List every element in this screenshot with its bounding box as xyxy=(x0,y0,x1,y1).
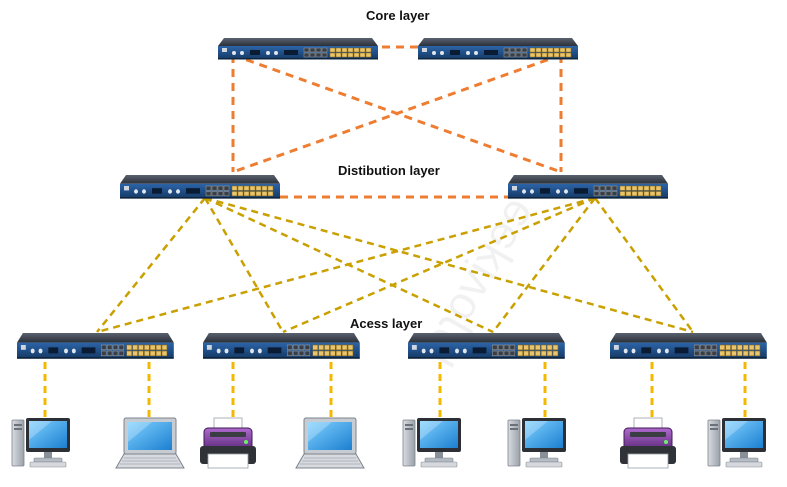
access-layer-label: Acess layer xyxy=(350,316,422,331)
access-links xyxy=(43,362,747,418)
distribution-link xyxy=(96,196,596,334)
distribution-links xyxy=(96,196,695,334)
distribution-switch-2 xyxy=(507,174,669,199)
core-switch-1 xyxy=(217,37,379,60)
distribution-link xyxy=(204,196,694,334)
distribution-link xyxy=(203,197,285,333)
core-layer-label: Core layer xyxy=(366,8,430,23)
desktop-icon xyxy=(11,417,71,468)
desktop-icon xyxy=(707,417,767,468)
distribution-link xyxy=(593,197,695,333)
distribution-link xyxy=(492,197,596,333)
core-switch-2 xyxy=(417,37,579,60)
core-link xyxy=(232,53,562,174)
distribution-switch-1 xyxy=(119,174,281,199)
core-links xyxy=(231,45,563,199)
access-switch-2 xyxy=(202,332,361,360)
distribution-link xyxy=(282,196,596,334)
access-switch-4 xyxy=(609,332,768,360)
access-switch-1 xyxy=(16,332,175,360)
desktop-icon xyxy=(402,417,462,468)
laptop-icon xyxy=(115,417,185,469)
distribution-link xyxy=(96,197,206,333)
printer-icon xyxy=(199,417,257,469)
desktop-icon xyxy=(507,417,567,468)
access-switch-3 xyxy=(407,332,566,360)
printer-icon xyxy=(619,417,677,469)
distribution-layer-label: Distibution layer xyxy=(338,163,440,178)
laptop-icon xyxy=(295,417,365,469)
